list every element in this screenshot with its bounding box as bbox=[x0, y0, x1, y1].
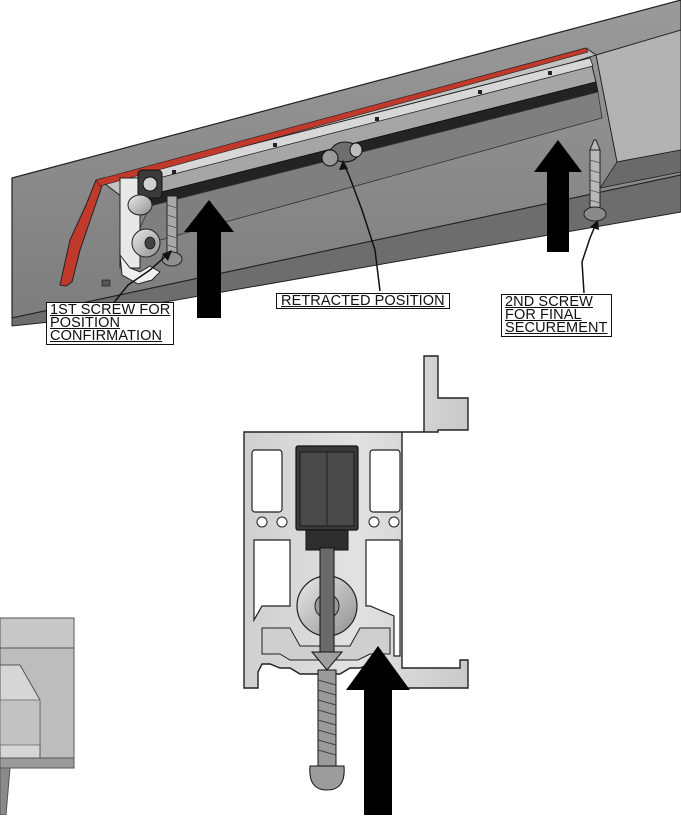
screw-icon bbox=[309, 547, 345, 791]
profile-cross-section bbox=[243, 355, 469, 815]
red-trim-top bbox=[95, 47, 589, 187]
callout-text: FOR FINAL bbox=[505, 307, 582, 323]
callout-second-screw: 2ND SCREW FOR FINAL SECUREMENT bbox=[501, 294, 612, 337]
push-up-arrow-icon bbox=[534, 140, 582, 252]
push-up-arrow-icon bbox=[346, 646, 410, 815]
callout-text: 2ND SCREW bbox=[505, 294, 593, 310]
profile-hollow-left bbox=[251, 449, 283, 513]
rail-hole bbox=[273, 143, 277, 147]
screw-icon bbox=[161, 195, 183, 267]
partial-end-view bbox=[0, 615, 75, 816]
callout-text: SECUREMENT bbox=[505, 320, 608, 336]
profile-hollow-right bbox=[369, 449, 401, 513]
leader-second-screw bbox=[581, 225, 596, 294]
carriage-left-bracket bbox=[101, 169, 163, 287]
rail-hole bbox=[548, 71, 552, 75]
rail-hole bbox=[375, 117, 379, 121]
leader-first-screw bbox=[111, 253, 169, 306]
screw-icon bbox=[583, 139, 607, 222]
callout-text: RETRACTED POSITION bbox=[281, 293, 445, 309]
callout-retracted-position: RETRACTED POSITION bbox=[276, 293, 450, 309]
retracted-roller bbox=[321, 141, 363, 167]
track-bottom-lip bbox=[11, 174, 681, 327]
rail-hole bbox=[478, 90, 482, 94]
push-up-arrow-icon bbox=[184, 200, 234, 318]
callout-text: 1ST SCREW FOR bbox=[50, 302, 171, 318]
rail-hole bbox=[172, 170, 176, 174]
track-end-panel bbox=[595, 29, 681, 163]
leader-retracted bbox=[344, 165, 381, 292]
red-trim-left bbox=[59, 177, 105, 287]
callout-text: POSITION bbox=[50, 315, 121, 331]
callout-text: CONFIRMATION bbox=[50, 328, 163, 344]
callout-first-screw: 1ST SCREW FOR POSITION CONFIRMATION bbox=[46, 302, 175, 345]
roller-icon bbox=[127, 194, 153, 216]
track-end-shadow bbox=[599, 149, 681, 189]
track-perspective-view bbox=[11, 0, 681, 327]
